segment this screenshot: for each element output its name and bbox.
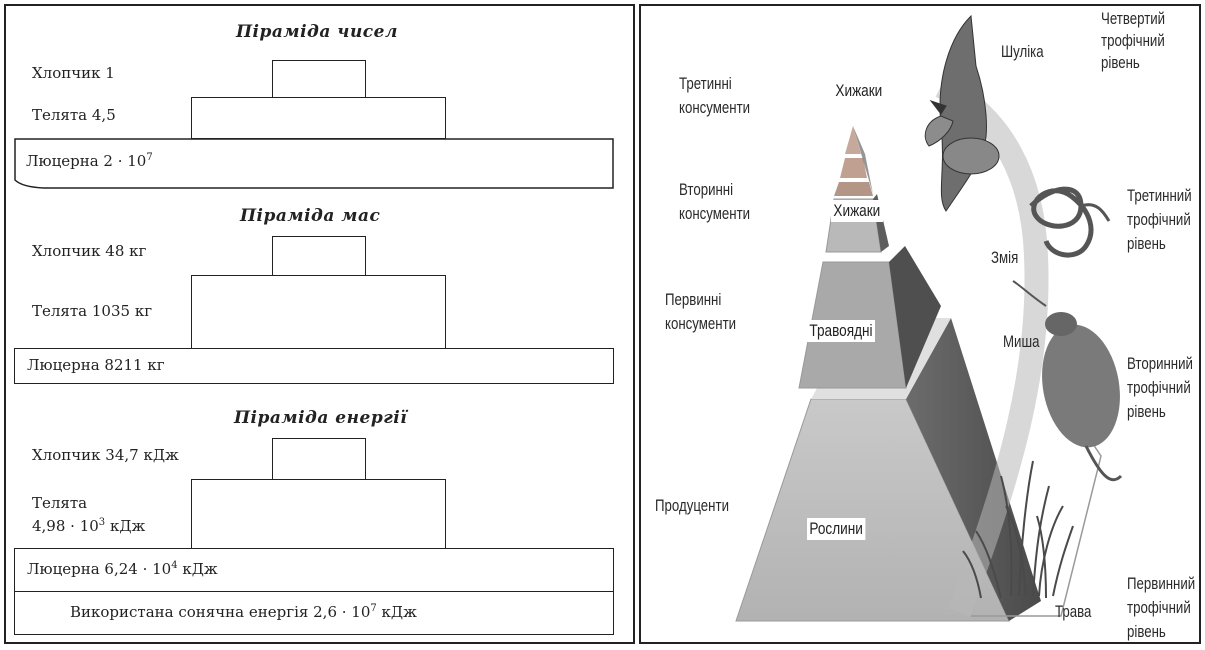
second-trophic-line3: рівень [1127, 402, 1166, 421]
food-chain-path [935, 75, 1049, 617]
hawk-label: Шуліка [1001, 42, 1044, 61]
numbers-alfalfa-box: Люцерна 2 · 107 [14, 138, 614, 190]
trophic-pyramid-panel: Третинні консументи Вторинні консументи … [639, 4, 1201, 644]
second-trophic-line1: Вторинний [1127, 354, 1193, 373]
second-trophic-level-label: Вторинний трофічний рівень [1127, 352, 1193, 424]
numbers-calves-box [191, 97, 446, 139]
primary-consumers-line1: Первинні [665, 290, 722, 309]
tertiary-consumers-line2: консументи [679, 98, 751, 117]
primary-consumers-line2: консументи [665, 314, 737, 333]
energy-calves-label: Телята 4,98 · 103 кДж [32, 494, 145, 536]
numbers-boy-label: Хлопчик 1 [32, 64, 115, 82]
first-trophic-line2: трофічний [1127, 598, 1191, 617]
mass-pyramid-title: Піраміда мас [240, 206, 381, 226]
top-predators-tier [834, 126, 873, 196]
snake-label: Змія [991, 248, 1019, 267]
grass-label: Трава [1055, 602, 1092, 621]
snake-illustration [1029, 186, 1111, 258]
tertiary-consumers-line1: Третинні [679, 74, 732, 93]
energy-alfalfa-exponent: 4 [171, 560, 178, 571]
mass-calves-box [191, 275, 446, 349]
producers-label: Продуценти [655, 496, 729, 515]
energy-calves-box [191, 479, 446, 549]
energy-alfalfa-label: Люцерна 6,24 · 10 [27, 560, 172, 578]
tier-top-label: Хижаки [833, 80, 885, 102]
tier-bottom-label: Рослини [807, 518, 866, 540]
energy-alfalfa-unit: кДж [177, 560, 218, 578]
first-trophic-line3: рівень [1127, 622, 1166, 641]
secondary-consumers-label: Вторинні консументи [679, 178, 750, 226]
energy-solar-unit: кДж [376, 603, 417, 621]
energy-solar-label: Використана сонячна енергія 2,6 · 10 [70, 603, 371, 621]
third-trophic-line2: трофічний [1127, 210, 1191, 229]
secondary-consumers-line1: Вторинні [679, 180, 734, 199]
mouse-illustration [1012, 280, 1123, 482]
numbers-alfalfa-label: Люцерна 2 · 10 [26, 152, 147, 170]
numbers-alfalfa-exponent: 7 [146, 152, 153, 163]
energy-calves-line1: Телята [32, 494, 88, 512]
ecological-pyramids-panel: Піраміда чисел Хлопчик 1 Телята 4,5 Люце… [4, 4, 635, 644]
mass-calves-label: Телята 1035 кг [32, 302, 153, 320]
energy-boy-label: Хлопчик 34,7 кДж [32, 446, 179, 464]
energy-solar-exponent: 7 [370, 603, 377, 614]
energy-boy-box [272, 438, 366, 480]
tier-middle-label: Травоядні [807, 320, 875, 342]
mass-boy-label: Хлопчик 48 кг [32, 242, 147, 260]
secondary-consumers-line2: консументи [679, 204, 751, 223]
grass-illustration [962, 460, 1074, 599]
mouse-label: Миша [1003, 332, 1040, 351]
third-trophic-line3: рівень [1127, 234, 1166, 253]
third-trophic-line1: Третинний [1127, 186, 1192, 205]
fourth-trophic-line3: рівень [1101, 53, 1140, 72]
fourth-trophic-level-label: Четвертий трофічний рівень [1101, 8, 1165, 74]
mass-boy-box [272, 236, 366, 276]
first-trophic-level-label: Первинний трофічний рівень [1127, 572, 1196, 642]
primary-consumers-label: Первинні консументи [665, 288, 736, 336]
mass-alfalfa-label: Люцерна 8211 кг [27, 356, 165, 374]
energy-calves-line2: 4,98 · 10 [32, 517, 99, 535]
energy-calves-exponent: 3 [98, 517, 106, 528]
fourth-trophic-line2: трофічний [1101, 31, 1165, 50]
energy-alfalfa-box: Люцерна 6,24 · 104 кДж [14, 548, 614, 592]
numbers-pyramid-title: Піраміда чисел [236, 22, 398, 42]
third-trophic-level-label: Третинний трофічний рівень [1127, 184, 1192, 256]
second-trophic-line2: трофічний [1127, 378, 1191, 397]
energy-solar-box: Використана сонячна енергія 2,6 · 107 кД… [14, 591, 614, 635]
mass-alfalfa-box: Люцерна 8211 кг [14, 348, 614, 384]
numbers-calves-label: Телята 4,5 [32, 106, 116, 124]
first-trophic-line1: Первинний [1127, 574, 1196, 593]
energy-pyramid-title: Піраміда енергії [234, 408, 408, 428]
hawk-illustration [924, 14, 1000, 212]
tertiary-consumers-label: Третинні консументи [679, 72, 750, 120]
trophic-pyramid-illustration [735, 14, 1123, 622]
fourth-trophic-line1: Четвертий [1101, 9, 1166, 28]
energy-calves-unit: кДж [105, 517, 146, 535]
tier-upper-label: Хижаки [831, 200, 883, 222]
numbers-boy-box [272, 60, 366, 98]
